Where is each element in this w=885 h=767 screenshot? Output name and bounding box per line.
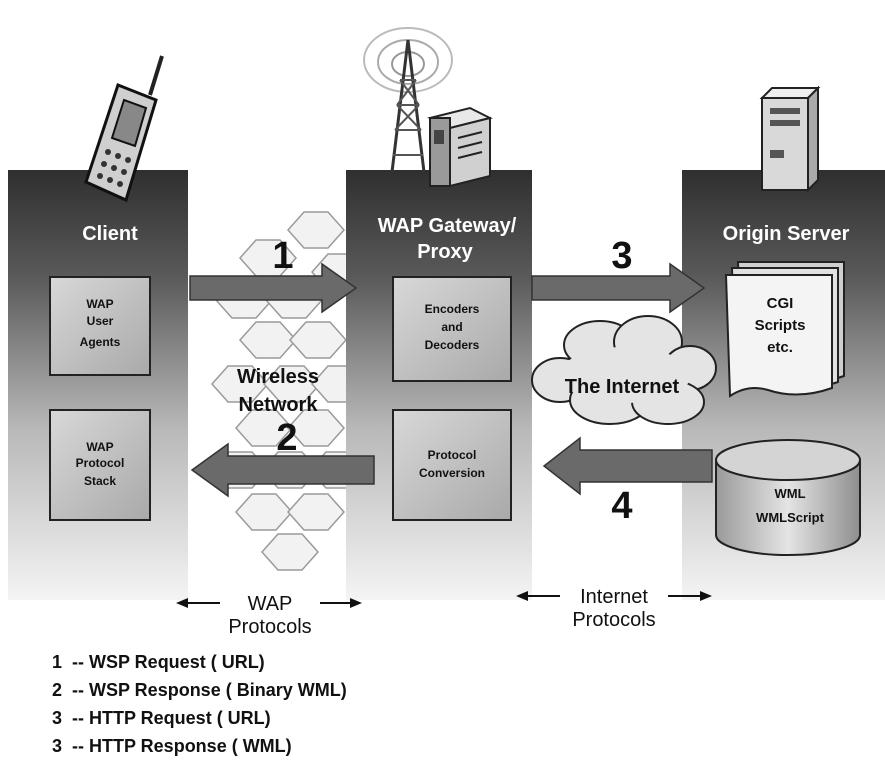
arrow-4-number: 4 — [611, 485, 632, 527]
cellphone-icon — [84, 55, 164, 203]
arrow-2-left — [190, 442, 375, 498]
arrow-3-right — [531, 262, 706, 314]
arrow-2-number: 2 — [276, 417, 297, 459]
internet-protocols-indicator — [516, 591, 712, 601]
user-agents-line-3: Agents — [80, 335, 121, 349]
cgi-line-3: etc. — [767, 339, 793, 356]
wap-protocols-line-1: WAP — [248, 593, 293, 615]
protocol-stack-line-1: WAP — [86, 440, 113, 454]
wap-protocol-stack-box — [49, 409, 151, 521]
cgi-line-2: Scripts — [755, 317, 806, 334]
wml-label: WML — [774, 486, 805, 501]
arrow-3-number: 3 — [611, 235, 632, 277]
wireless-network-line-1: Wireless — [237, 366, 319, 388]
user-agents-line-2: User — [87, 314, 114, 328]
cgi-line-1: CGI — [767, 295, 794, 312]
legend-item-2: 2 -- WSP Response ( Binary WML) — [52, 680, 347, 700]
client-panel — [8, 170, 188, 600]
wap-protocols-line-2: Protocols — [228, 616, 311, 638]
user-agents-line-1: WAP — [86, 297, 113, 311]
wap-protocols-indicator — [176, 598, 362, 608]
gateway-title-line-1: WAP Gateway/ — [378, 215, 517, 237]
arrow-1-right — [189, 262, 358, 314]
protocol-stack-line-2: Protocol — [76, 456, 125, 470]
internet-protocols-line-2: Protocols — [572, 609, 655, 631]
internet-cloud-icon — [531, 315, 717, 425]
legend-item-3: 3 -- HTTP Request ( URL) — [52, 708, 271, 728]
wap-user-agents-box — [49, 276, 151, 376]
origin-server-icon — [759, 85, 821, 193]
antenna-tower-icon — [363, 27, 453, 173]
protocol-conversion-line-2: Conversion — [419, 466, 485, 480]
wmlscript-label: WMLScript — [756, 510, 825, 525]
client-title: Client — [82, 223, 138, 245]
legend-item-1: 1 -- WSP Request ( URL) — [52, 652, 265, 672]
wireless-network-line-2: Network — [239, 394, 319, 416]
protocol-conversion-line-1: Protocol — [428, 448, 477, 462]
gateway-server-icon — [427, 106, 493, 188]
protocol-conversion-box — [392, 409, 512, 521]
internet-cloud-label: The Internet — [565, 376, 680, 398]
arrow-1-number: 1 — [272, 235, 293, 277]
gateway-panel — [346, 170, 532, 600]
arrow-4-left — [542, 436, 713, 496]
protocol-stack-line-3: Stack — [84, 474, 116, 488]
cgi-scripts-document-icon: CGI Scripts etc. — [724, 261, 845, 398]
wml-database-icon: WML WMLScript — [715, 439, 861, 556]
encoders-line-3: Decoders — [425, 338, 480, 352]
encoders-line-1: Encoders — [425, 302, 480, 316]
origin-server-title: Origin Server — [723, 223, 850, 245]
encoders-decoders-box — [392, 276, 512, 382]
internet-protocols-line-1: Internet — [580, 586, 648, 608]
legend-item-4: 3 -- HTTP Response ( WML) — [52, 736, 292, 756]
gateway-title-line-2: Proxy — [417, 241, 473, 263]
encoders-line-2: and — [441, 320, 462, 334]
